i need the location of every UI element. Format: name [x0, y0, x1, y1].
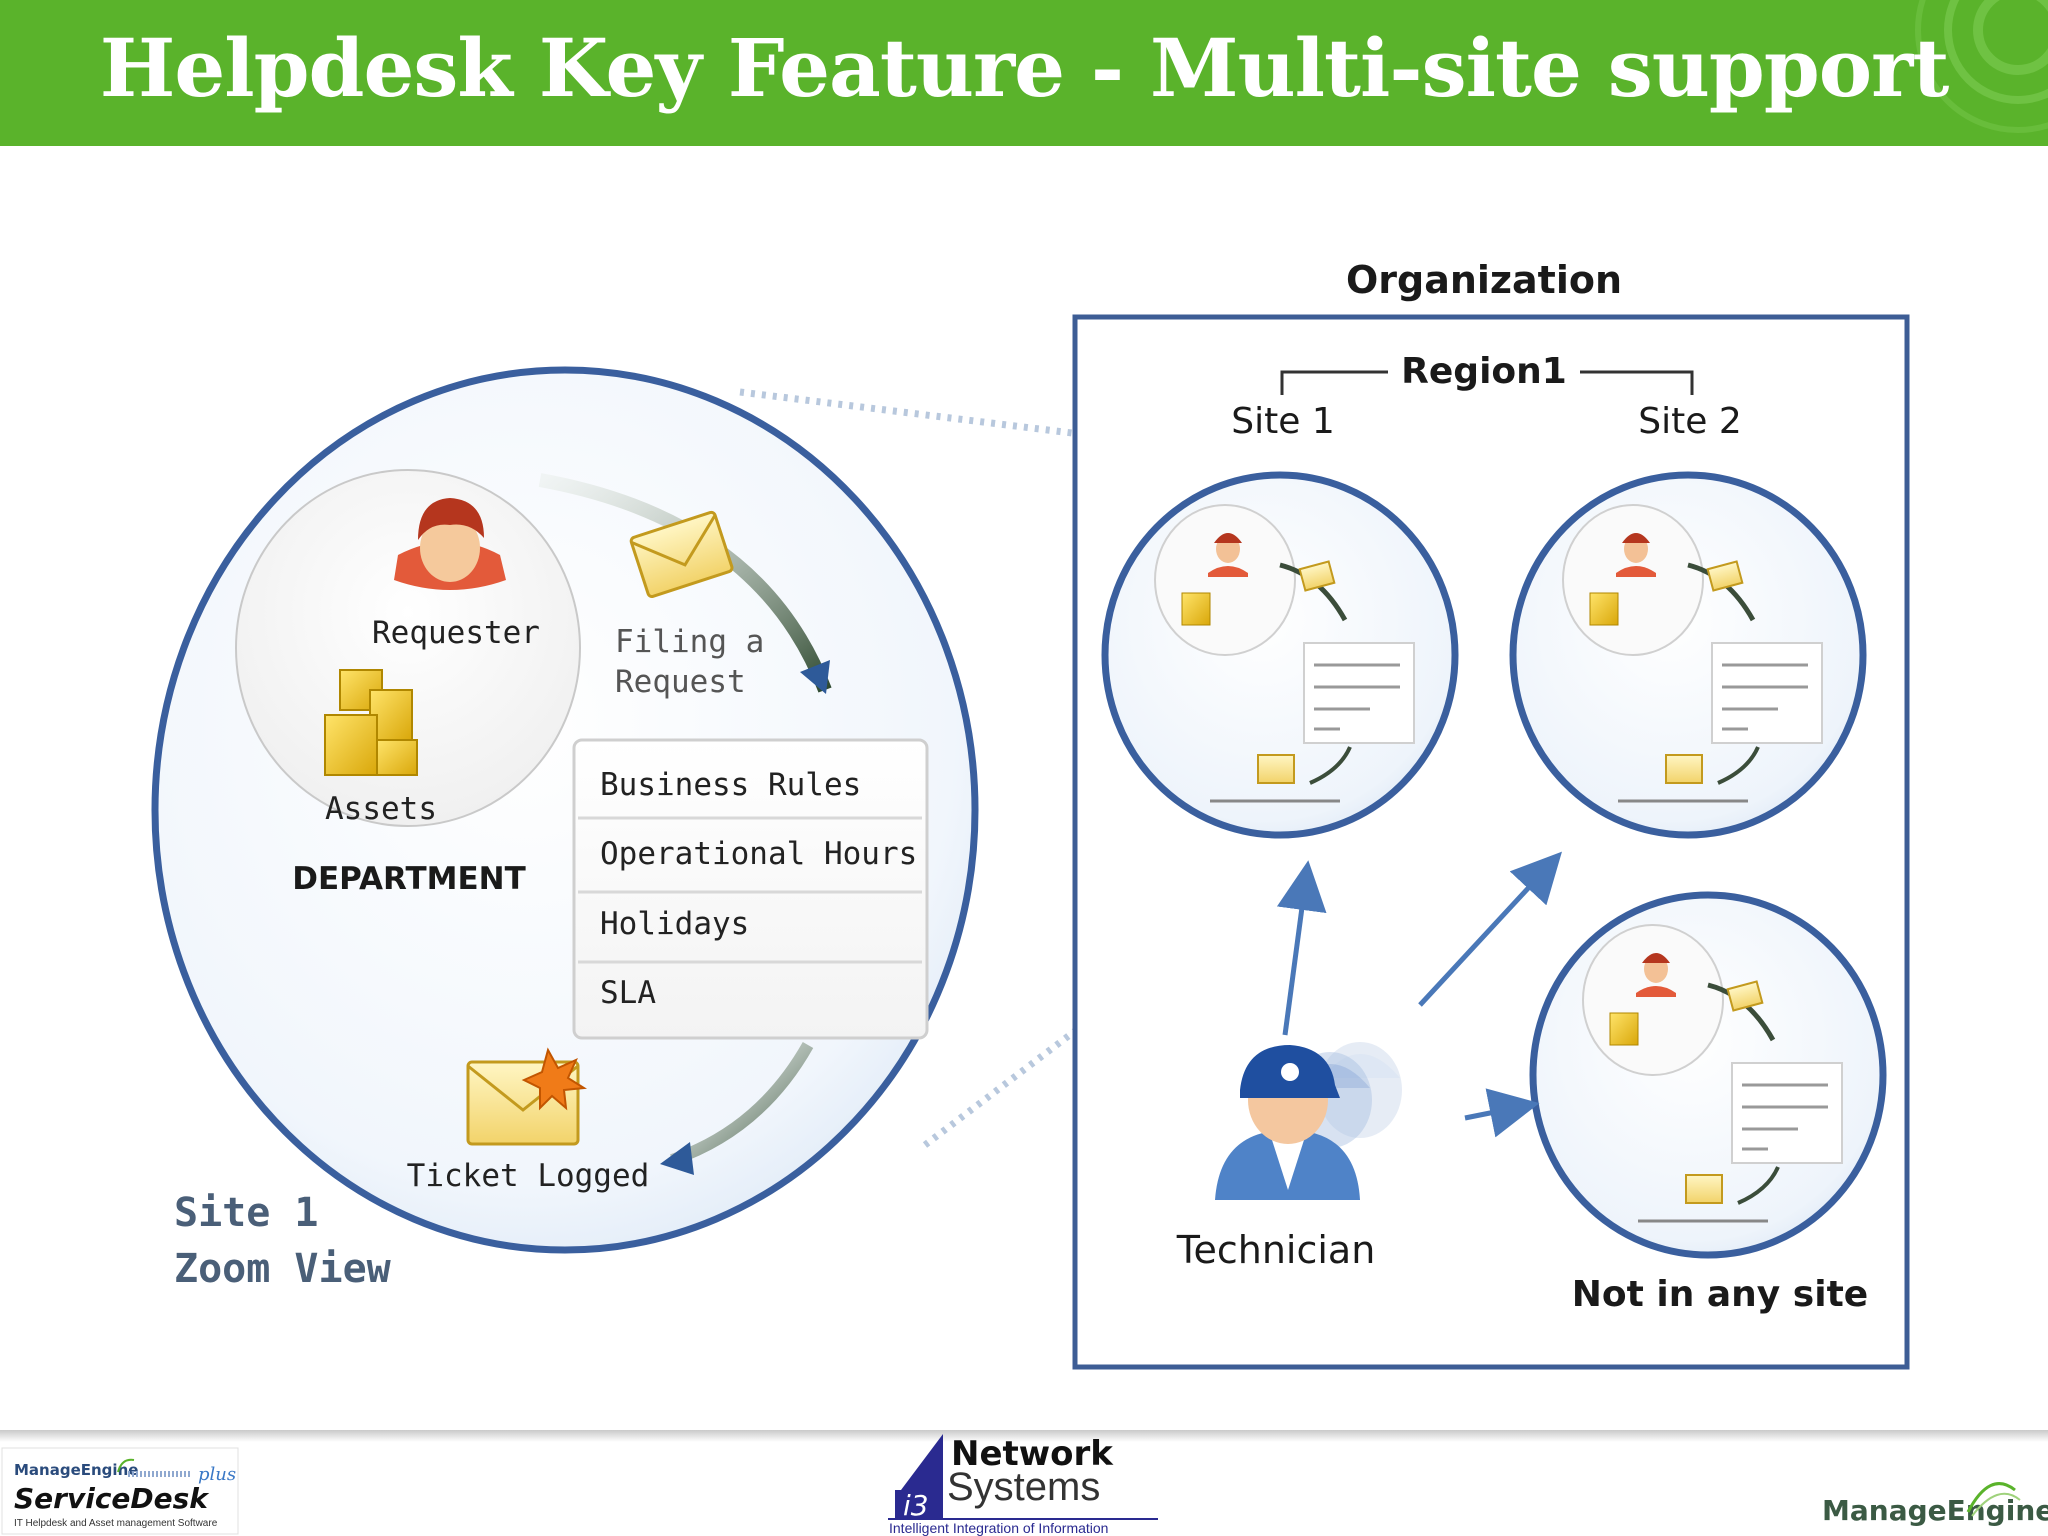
i3-tagline: Intelligent Integration of Information	[889, 1520, 1108, 1536]
ticket-envelope-icon	[466, 1047, 588, 1146]
no-site-mini-circle	[1529, 891, 1887, 1259]
organization-title: Organization	[1346, 258, 1622, 302]
decorative-swirl	[1915, 0, 2048, 133]
rules-box	[572, 738, 929, 1040]
requester-icon	[394, 498, 506, 590]
i3-mark: i3	[903, 1489, 929, 1522]
region-label: Region1	[1401, 351, 1567, 392]
servicedesk-name: ServiceDesk	[14, 1482, 210, 1515]
footer-logos: ManageEngine plus ServiceDesk IT Helpdes…	[1, 1434, 2048, 1536]
ticket-curve	[670, 1042, 814, 1166]
slide-title: Helpdesk Key Feature - Multi-site suppor…	[99, 21, 1950, 115]
technician-icon	[1215, 1042, 1402, 1200]
site1-mini-circle	[1101, 471, 1459, 839]
requester-label: Requester	[372, 615, 540, 651]
technician-label: Technician	[1176, 1228, 1376, 1272]
servicedesk-plus-logo: ManageEngine plus ServiceDesk IT Helpdes…	[1, 1447, 239, 1535]
title-bar: Helpdesk Key Feature - Multi-site suppor…	[0, 0, 2048, 146]
department-label: DEPARTMENT	[292, 861, 526, 897]
envelope-icon	[629, 510, 734, 598]
technician-arrows	[1276, 851, 1562, 1138]
ticket-logged-label: Ticket Logged	[407, 1158, 650, 1194]
zoom-caption-line1: Site 1	[174, 1190, 319, 1236]
manageengine-logo: ManageEngine	[1822, 1482, 2048, 1527]
rule-item: Holidays	[600, 906, 749, 942]
filing-label-line1: Filing a	[615, 624, 764, 660]
multi-site-diagram: Requester Assets DEPARTMENT Filing a Req…	[151, 258, 1910, 1370]
filing-arrowhead	[800, 660, 830, 694]
zoom-caption-line2: Zoom View	[174, 1246, 392, 1292]
footer-shadow	[0, 1430, 2048, 1442]
i3-network-word: Network	[951, 1434, 1114, 1474]
i3-network-systems-logo: i3 Network Systems Intelligent Integrati…	[888, 1434, 1158, 1536]
assets-icon	[324, 669, 418, 776]
servicedesk-brand-top: ManageEngine	[14, 1461, 138, 1479]
zoom-connector-lines	[739, 388, 1303, 1148]
site1-label: Site 1	[1231, 401, 1334, 442]
site2-label: Site 2	[1638, 401, 1741, 442]
not-in-site-label: Not in any site	[1572, 1274, 1868, 1315]
manageengine-wordmark: ManageEngine	[1822, 1494, 2048, 1527]
site2-mini-circle	[1509, 471, 1867, 839]
servicedesk-subtitle: IT Helpdesk and Asset management Softwar…	[14, 1518, 218, 1529]
rule-item: Business Rules	[600, 767, 861, 803]
i3-systems-word: Systems	[947, 1465, 1100, 1509]
rule-item: Operational Hours	[600, 836, 917, 872]
assets-label: Assets	[325, 791, 437, 827]
organization-panel: Organization Region1 Site 1 Site 2	[1072, 258, 1910, 1370]
rule-item: SLA	[600, 975, 656, 1011]
site1-zoom-view: Requester Assets DEPARTMENT Filing a Req…	[151, 366, 979, 1292]
ticket-arrowhead	[660, 1142, 694, 1175]
filing-label-line2: Request	[615, 664, 746, 700]
servicedesk-plus-mark: plus	[198, 1464, 236, 1485]
region-bracket	[1280, 370, 1694, 395]
